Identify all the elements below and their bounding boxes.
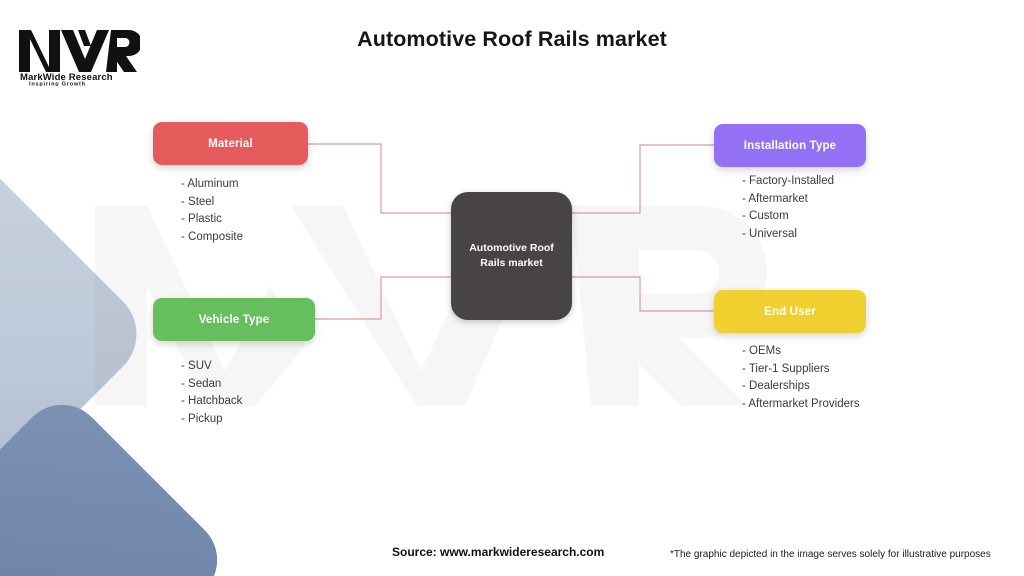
list-item: - Custom <box>742 210 789 223</box>
disclaimer-text: *The graphic depicted in the image serve… <box>670 549 991 560</box>
list-item: - Universal <box>742 227 797 240</box>
center-node-label: Automotive Roof Rails market <box>461 241 562 271</box>
list-item: - Plastic <box>181 213 222 226</box>
branch-header-material[interactable]: Material <box>153 122 308 165</box>
list-item: - Pickup <box>181 412 223 425</box>
branch-header-installation-type[interactable]: Installation Type <box>714 124 866 167</box>
branch-label-material: Material <box>208 137 253 150</box>
list-item: - Steel <box>181 195 215 208</box>
list-item: - Aluminum <box>181 178 239 190</box>
connector-vehicle-type <box>315 276 451 320</box>
list-item: - Composite <box>181 230 243 243</box>
list-item: - Factory-Installed <box>742 175 835 187</box>
list-item: - OEMs <box>742 345 781 357</box>
branch-label-installation-type: Installation Type <box>743 139 837 152</box>
branch-items-vehicle-type: - SUV - Sedan - Hatchback - Pickup <box>181 358 242 428</box>
branch-header-vehicle-type[interactable]: Vehicle Type <box>153 298 315 341</box>
list-item: - Aftermarket Providers <box>742 397 860 410</box>
list-item: - Aftermarket <box>742 192 808 205</box>
branch-header-end-user[interactable]: End User <box>714 290 866 333</box>
center-node-label-line1: Automotive Roof <box>469 241 554 254</box>
page-title: Automotive Roof Rails market <box>357 27 667 51</box>
connector-installation-type <box>572 144 714 214</box>
source-text: Source: www.markwideresearch.com <box>392 545 605 559</box>
list-item: - SUV <box>181 360 212 372</box>
logo: MarkWide Research Inspiring Growth <box>18 24 140 86</box>
center-node-label-line2: Rails market <box>480 257 543 269</box>
svg-text:MarkWide Research: MarkWide Research <box>20 72 113 83</box>
connector-material <box>308 143 451 214</box>
center-node: Automotive Roof Rails market <box>451 192 572 320</box>
branch-items-material: - Aluminum - Steel - Plastic - Composite <box>181 176 243 246</box>
list-item: - Dealerships <box>742 380 810 393</box>
connector-end-user <box>572 276 714 312</box>
list-item: - Hatchback <box>181 395 243 408</box>
list-item: - Sedan <box>181 377 222 390</box>
list-item: - Tier-1 Suppliers <box>742 362 830 375</box>
branch-items-end-user: - OEMs - Tier-1 Suppliers - Dealerships … <box>742 343 860 413</box>
branch-label-end-user: End User <box>764 305 816 318</box>
branch-items-installation-type: - Factory-Installed - Aftermarket - Cust… <box>742 173 834 243</box>
branch-label-vehicle-type: Vehicle Type <box>198 313 270 326</box>
svg-text:Inspiring Growth: Inspiring Growth <box>29 82 86 87</box>
